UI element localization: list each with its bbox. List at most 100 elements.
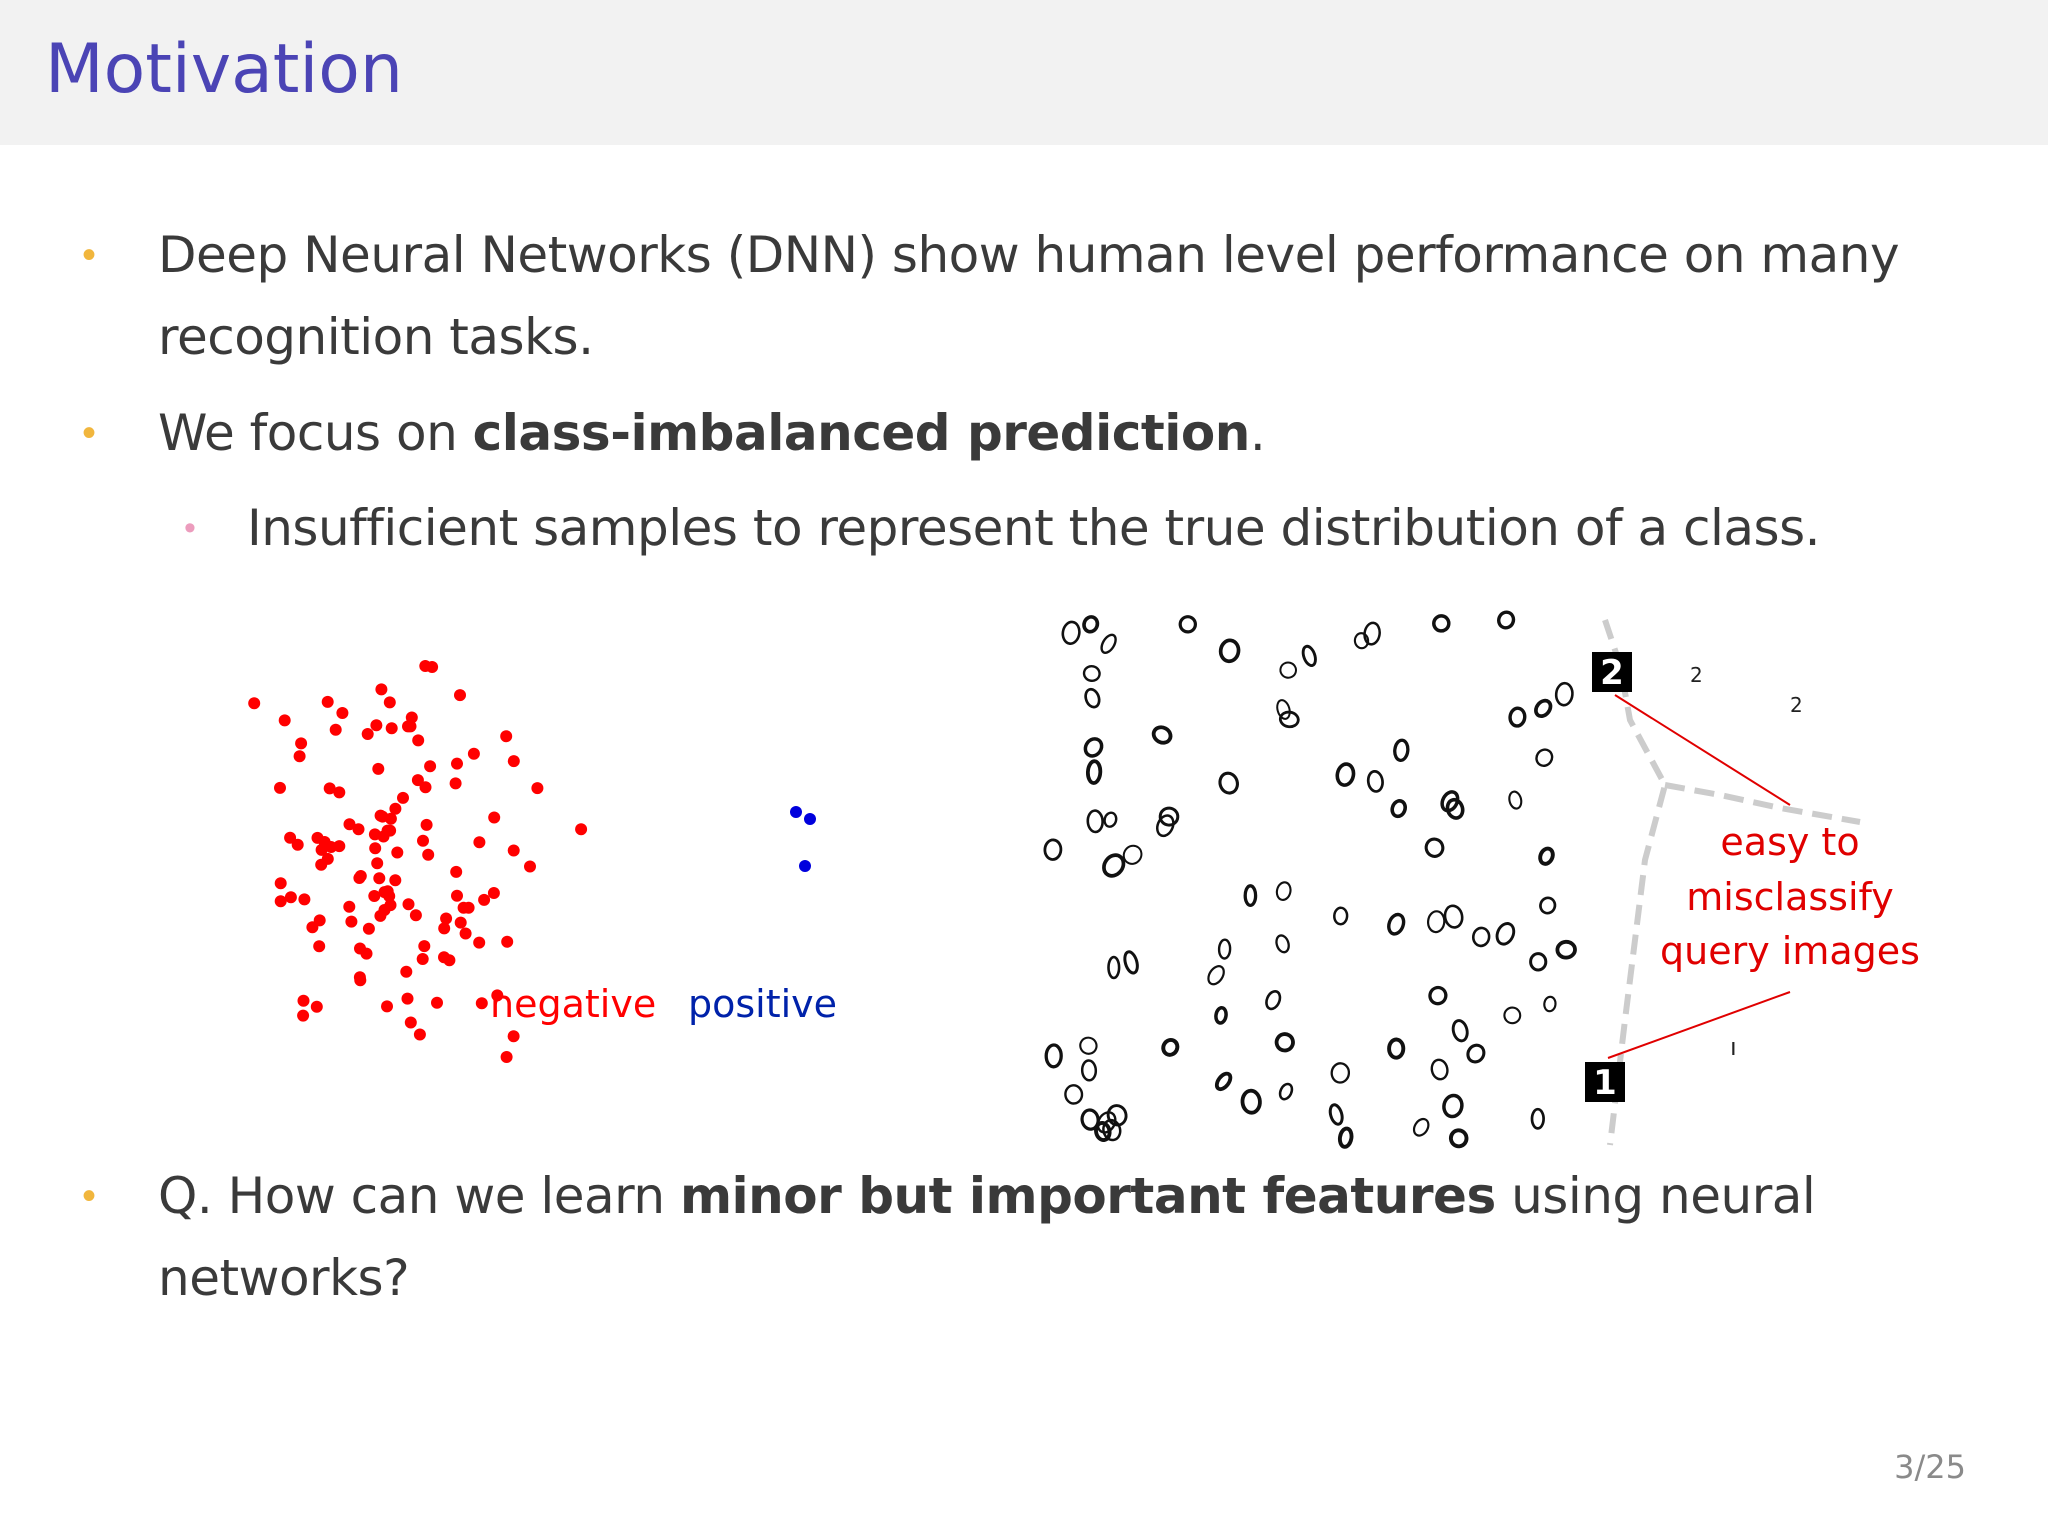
digit-zero-sample <box>1534 698 1553 718</box>
negative-point <box>438 922 451 935</box>
negative-point <box>329 723 342 736</box>
negative-point <box>384 899 397 912</box>
negative-label: negative <box>490 982 656 1026</box>
negative-point <box>371 857 384 870</box>
digit-zero-sample <box>1529 952 1548 972</box>
negative-point <box>507 755 520 768</box>
digit-zero-sample <box>1178 615 1197 634</box>
digit-zero-sample <box>1538 846 1555 866</box>
digit-zero-sample <box>1086 809 1104 834</box>
negative-point <box>416 953 429 965</box>
negative-point <box>381 1000 393 1013</box>
negative-point <box>401 992 414 1005</box>
negative-point <box>353 872 366 884</box>
negative-point <box>310 1000 323 1013</box>
negative-point <box>431 996 443 1009</box>
digit-zero-sample <box>1218 771 1239 795</box>
digit-zero-sample <box>1451 1019 1469 1043</box>
class-scatter-figure: negative positive <box>248 660 837 1063</box>
negative-point <box>500 1051 513 1063</box>
positive-label: positive <box>688 982 837 1026</box>
digit-zero-sample <box>1279 661 1297 679</box>
negative-point <box>531 782 544 795</box>
negative-point <box>404 1016 417 1029</box>
digit-zero-sample <box>1543 995 1557 1013</box>
negative-point <box>457 901 470 914</box>
negative-point <box>352 823 365 836</box>
digit-zero-sample <box>1353 632 1370 650</box>
digit-zero-sample <box>1243 884 1258 908</box>
digit-zero-sample <box>1214 1071 1233 1092</box>
digit-zero-sample <box>1495 922 1516 946</box>
digit-zero-sample <box>1080 1059 1098 1082</box>
digit-zero-sample <box>1085 759 1103 785</box>
negative-point <box>424 760 437 773</box>
negative-point <box>297 1009 310 1022</box>
digit-zero-sample <box>1466 1043 1486 1064</box>
negative-point <box>298 893 311 906</box>
digit-zero-sample <box>1363 621 1381 646</box>
negative-point <box>422 848 435 861</box>
negative-point <box>321 852 334 865</box>
digit-zero-sample <box>1333 906 1349 926</box>
digit-zero-sample <box>1083 737 1104 758</box>
digit-zero-sample <box>1207 965 1225 986</box>
digit-zero-sample <box>1387 912 1406 936</box>
digit-zero-sample <box>1440 790 1460 813</box>
digit-zero-sample <box>1123 950 1139 975</box>
negative-point <box>500 730 513 743</box>
negative-point <box>491 989 504 1002</box>
digit-zero-sample <box>1079 1036 1098 1055</box>
bullet-emphasis: minor but important features <box>679 1167 1496 1225</box>
digit-zero-sample <box>1278 1082 1294 1101</box>
digit-two-sample: 2 <box>1790 693 1803 717</box>
digit-zero-sample <box>1274 1032 1295 1053</box>
negative-point <box>450 865 463 878</box>
digit-zero-sample <box>1301 644 1317 667</box>
digit-zero-sample <box>1158 806 1180 827</box>
digit-zero-sample <box>1539 896 1557 915</box>
negative-point <box>413 1028 426 1041</box>
sub-bullet-item: Insufficient samples to represent the tr… <box>247 499 1821 557</box>
digit-zero-sample <box>1555 939 1577 960</box>
digit-zero-sample <box>1161 1038 1180 1057</box>
negative-point <box>284 831 297 844</box>
negative-point <box>293 750 306 763</box>
digit-zero-sample <box>1103 811 1118 828</box>
digit-zero-sample <box>1508 790 1523 810</box>
negative-point <box>321 695 334 708</box>
digit-zero-sample <box>1387 1037 1406 1060</box>
page-number: 3/25 <box>1894 1448 1966 1486</box>
negative-point <box>418 940 431 953</box>
negative-point <box>443 954 456 967</box>
negative-point <box>374 809 387 822</box>
digit-zero-sample <box>1335 762 1356 787</box>
bullet-text: Q. How can we learn <box>158 1167 680 1225</box>
digit-zero-sample <box>1535 748 1554 767</box>
negative-point <box>336 707 349 719</box>
negative-point <box>381 824 394 837</box>
digit-zero-sample <box>1122 844 1143 865</box>
negative-point <box>284 891 297 904</box>
digit-zero-sample <box>1443 904 1464 929</box>
positive-point <box>804 813 816 825</box>
negative-point <box>274 895 287 908</box>
digit-two-sample: 2 <box>1690 663 1703 687</box>
digit-zero-sample <box>1275 934 1290 954</box>
slide-header <box>0 0 2048 145</box>
slide-title: Motivation <box>45 30 403 109</box>
negative-point <box>409 909 422 922</box>
bullet-dot: • <box>82 411 97 455</box>
negative-point <box>473 836 486 849</box>
digit-zero-sample <box>1217 938 1232 960</box>
negative-point <box>524 860 536 873</box>
bullet-text: We focus on <box>158 404 473 462</box>
negative-point <box>297 994 310 1007</box>
negative-point <box>295 737 308 750</box>
annotation-line-1: easy to <box>1720 820 1859 864</box>
annotation-line-3: query images <box>1660 929 1920 973</box>
negative-point <box>343 818 356 831</box>
query-digit-one: 1 <box>1593 1063 1617 1103</box>
digit-zero-sample <box>1390 799 1407 819</box>
digit-one-sample: ı <box>1730 1033 1737 1061</box>
